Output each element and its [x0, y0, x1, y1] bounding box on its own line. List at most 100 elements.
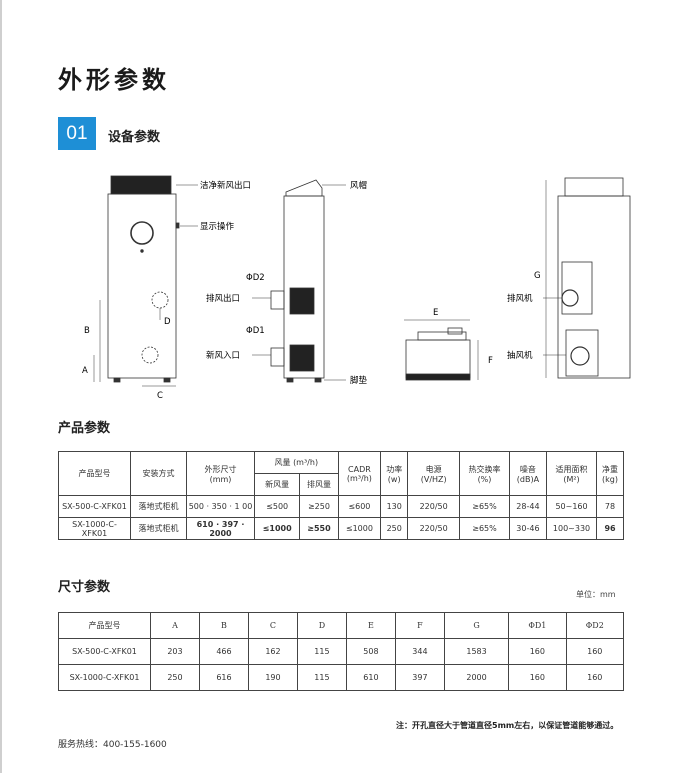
- dimension-params-title: 尺寸参数: [58, 580, 111, 595]
- cell: ≤500: [253, 495, 301, 518]
- cell: 96: [596, 517, 624, 540]
- th-area: 适用面积(M²): [546, 451, 598, 496]
- unit-label: 单位：mm: [576, 590, 616, 599]
- cell: 落地式柜机: [130, 495, 187, 518]
- table-row: SX-500-C-XFK01 落地式柜机 500 · 350 · 1 00 ≤5…: [58, 495, 624, 518]
- label-exhaust-outlet: 排风出口: [206, 293, 240, 304]
- th-fresh-air: 新风量: [253, 473, 301, 496]
- label-exhaust-fan: 排风机: [507, 293, 533, 304]
- front-cabinet: [107, 193, 177, 379]
- product-params-table: 产品型号 安装方式 外形尺寸(mm) 风量 (m³/h) CADR(m³/h) …: [58, 451, 624, 540]
- th-dim: 产品型号: [58, 612, 151, 639]
- page-title: 外形参数: [58, 65, 170, 94]
- label-c: C: [157, 391, 163, 401]
- cell: ≥550: [299, 517, 339, 540]
- cell: 28-44: [508, 495, 548, 518]
- th-size: 外形尺寸(mm): [186, 451, 255, 496]
- label-e: E: [433, 308, 438, 318]
- cell: 100~330: [546, 517, 598, 540]
- th-airflow: 风量 (m³/h): [254, 451, 339, 474]
- th-cadr: CADR(m³/h): [337, 451, 382, 496]
- exhaust-fan-icon: [561, 289, 579, 307]
- th-dim: E: [345, 612, 396, 639]
- label-g: G: [534, 271, 541, 281]
- fresh-pipe: [270, 347, 285, 367]
- cell: 616: [198, 664, 249, 691]
- cell: 250: [150, 664, 200, 691]
- fresh-grille: [289, 344, 315, 372]
- label-fresh-inlet: 新风入口: [206, 350, 240, 361]
- cell: 落地式柜机: [130, 517, 187, 540]
- cell: 160: [565, 664, 625, 691]
- footnote: 注：开孔直径大于管道直径5mm左右，以保证管道能够通过。: [396, 721, 619, 730]
- device-diagram: 洁净新风出口 显示操作 D B A C 风帽 ΦD2 排风出口 ΦD1 新风入口…: [82, 175, 631, 401]
- table-row: SX-1000-C-XFK01 落地式柜机 610 · 397 · 2000 ≤…: [58, 517, 624, 540]
- dimension-params-table: 产品型号 A B C D E F G ΦD1 ΦD2 SX-500-C-XFK0…: [58, 612, 625, 691]
- cell: 50~160: [546, 495, 598, 518]
- exhaust-grille: [289, 287, 315, 315]
- cell: 1583: [443, 638, 510, 665]
- label-intake-fan: 抽风机: [507, 350, 533, 361]
- th-dim: B: [198, 612, 249, 639]
- cell: 610: [345, 664, 396, 691]
- label-d: D: [164, 317, 171, 327]
- top-view: [404, 319, 479, 381]
- th-weight: 净重(kg): [596, 451, 624, 496]
- cell: SX-500-C-XFK01: [58, 495, 131, 518]
- front-view: [93, 175, 198, 387]
- th-exhaust-air: 排风量: [299, 473, 339, 496]
- cell: ≥65%: [459, 517, 510, 540]
- top-duct: [417, 331, 467, 341]
- th-dim: A: [150, 612, 200, 639]
- label-clean-outlet: 洁净新风出口: [200, 180, 251, 191]
- th-dim: ΦD1: [508, 612, 567, 639]
- label-foot-pad: 脚垫: [350, 375, 368, 386]
- cell: 508: [345, 638, 396, 665]
- product-params-title: 产品参数: [58, 421, 111, 436]
- cell: 610 · 397 · 2000: [186, 517, 255, 540]
- th-dim: F: [394, 612, 445, 639]
- cell: ≤1000: [337, 517, 382, 540]
- label-f: F: [488, 356, 493, 366]
- page-edge-rule: [0, 0, 2, 773]
- service-hotline: 服务热线：400-155-1600: [58, 740, 167, 750]
- section-label: 设备参数: [108, 130, 161, 145]
- rear-view: [543, 177, 631, 379]
- cell: SX-1000-C-XFK01: [58, 517, 131, 540]
- label-b: B: [84, 326, 90, 336]
- lower-port-hole: [141, 346, 159, 364]
- cell: 160: [508, 664, 567, 691]
- label-phi-d1: ΦD1: [246, 326, 265, 336]
- cell: 130: [380, 495, 409, 518]
- th-model: 产品型号: [58, 451, 131, 496]
- th-power: 功率(w): [380, 451, 409, 496]
- th-dim: ΦD2: [565, 612, 625, 639]
- indicator-dot-icon: [140, 249, 144, 253]
- cell: 397: [394, 664, 445, 691]
- top-body: [405, 339, 471, 379]
- cell: 115: [296, 638, 347, 665]
- label-a: A: [82, 366, 88, 376]
- upper-port-hole: [151, 291, 169, 309]
- cell: ≥65%: [459, 495, 510, 518]
- label-hood: 风帽: [350, 180, 367, 191]
- cell: 162: [247, 638, 298, 665]
- cell: ≥250: [299, 495, 339, 518]
- cell: 30-46: [508, 517, 548, 540]
- intake-fan-box: [565, 329, 599, 377]
- th-noise: 噪音(dB)A: [508, 451, 548, 496]
- side-view: [252, 179, 346, 383]
- cell: 190: [247, 664, 298, 691]
- rear-top-outlet: [564, 177, 624, 197]
- cell: 344: [394, 638, 445, 665]
- cell: 220/50: [407, 517, 461, 540]
- side-cabinet: [283, 195, 325, 379]
- front-top-outlet: [110, 175, 172, 195]
- cell: ≤600: [337, 495, 382, 518]
- label-display: 显示操作: [200, 221, 235, 232]
- exhaust-fan-box: [561, 261, 593, 315]
- cell: 78: [596, 495, 624, 518]
- cell: 160: [508, 638, 567, 665]
- table-row: SX-500-C-XFK01 203 466 162 115 508 344 1…: [58, 638, 625, 665]
- cell: ≤1000: [253, 517, 301, 540]
